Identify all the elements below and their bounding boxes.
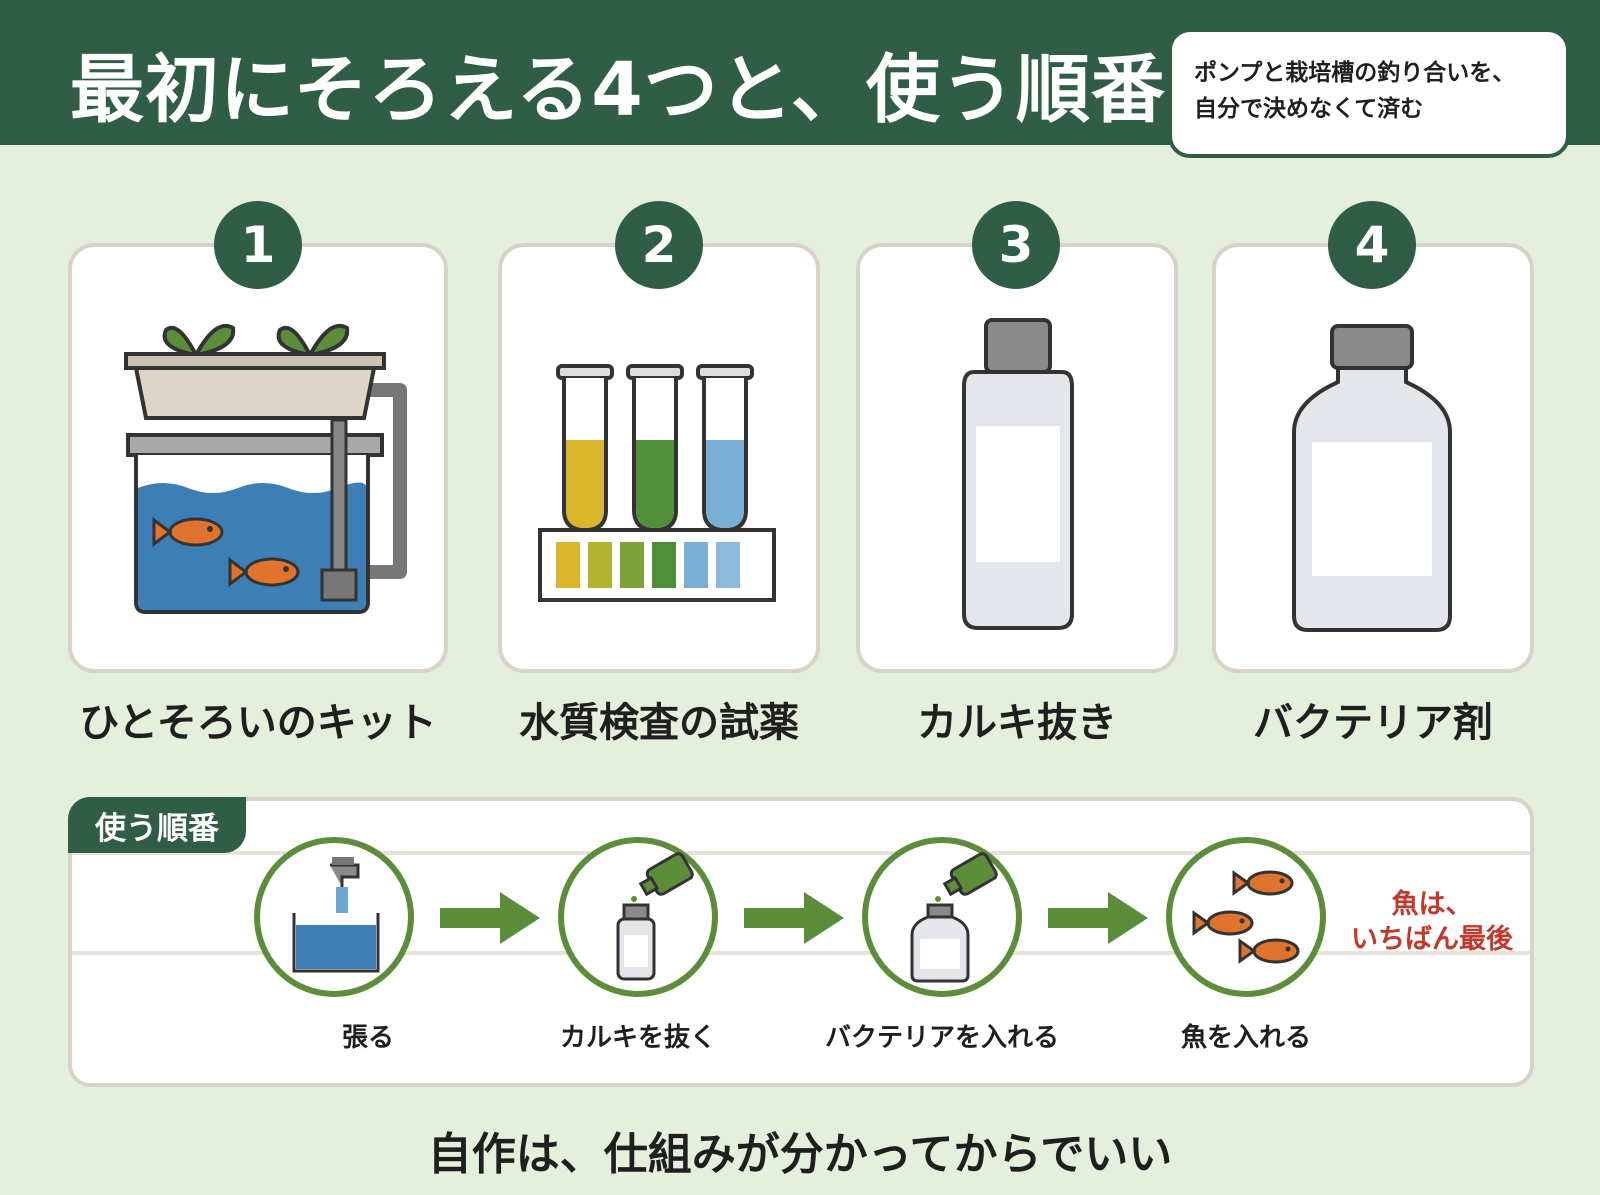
arrow-right-icon: [744, 892, 844, 944]
step-label-4: 魚を入れる: [1180, 1023, 1311, 1053]
step-circle-1: [254, 837, 414, 997]
fish-icon: [1192, 870, 1300, 964]
callout-line-1: ポンプと栽培槽の釣り合いを、: [1194, 60, 1516, 86]
panel-stripe: [72, 951, 1530, 955]
pour-bottle-icon: [616, 852, 694, 981]
item-label-4: バクテリア剤: [1253, 700, 1493, 746]
item-number-badge-1: 1: [214, 201, 302, 289]
panel-stripe: [72, 851, 1530, 855]
item-number-badge-2: 2: [615, 201, 703, 289]
fish-last-note: 魚は、 いちばん最後: [1332, 887, 1532, 957]
item-label-1: ひとそろいのキット: [79, 700, 437, 746]
item-label-2: 水質検査の試薬: [519, 700, 799, 746]
callout-line-2: 自分で決めなくて済む: [1194, 95, 1424, 122]
bacteria-bottle-icon: [1292, 324, 1452, 632]
usage-order-tab: 使う順番: [68, 797, 246, 853]
test-tubes-icon: [538, 364, 776, 602]
page-title: 最初にそろえる4つと、使う順番: [70, 47, 1166, 133]
footer-message: 自作は、仕組みが分かってからでいい: [427, 1129, 1173, 1180]
aquaponics-kit-icon: [124, 323, 407, 614]
step-label-3: バクテリアを入れる: [824, 1023, 1059, 1053]
step-label-2: カルキを抜く: [559, 1023, 716, 1053]
step-circle-2: [558, 837, 718, 997]
item-number-badge-3: 3: [972, 201, 1060, 289]
arrow-right-icon: [1048, 892, 1148, 944]
note-line-2: いちばん最後: [1351, 924, 1513, 956]
step-circle-3: [862, 837, 1022, 997]
item-label-3: カルキ抜き: [917, 700, 1117, 746]
note-line-1: 魚は、: [1391, 889, 1473, 920]
step-label-1: 張る: [341, 1023, 394, 1053]
item-number-badge-4: 4: [1328, 201, 1416, 289]
step-circle-4: [1166, 837, 1326, 997]
header-callout: ポンプと栽培槽の釣り合いを、 自分で決めなくて済む: [1168, 28, 1570, 158]
arrow-right-icon: [440, 892, 540, 944]
pour-bottle-icon: [910, 852, 998, 983]
faucet-tank-icon: [292, 857, 380, 973]
dechlorinator-bottle-icon: [962, 318, 1074, 630]
